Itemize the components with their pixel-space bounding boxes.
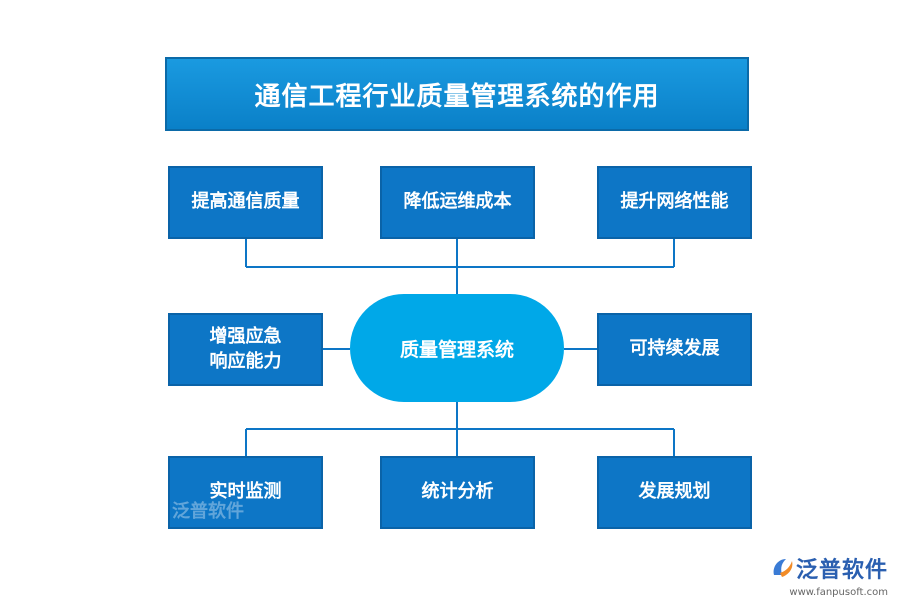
diagram-title: 通信工程行业质量管理系统的作用 — [165, 57, 749, 131]
center-node: 质量管理系统 — [350, 294, 564, 402]
node-bottom-1: 实时监测 — [168, 456, 323, 529]
watermark-text: 泛普软件 — [172, 501, 244, 522]
node-middle-left-line2: 响应能力 — [209, 350, 282, 372]
brand-logo: 泛普软件 — [770, 552, 888, 584]
node-middle-right: 可持续发展 — [597, 313, 752, 386]
node-bottom-2: 统计分析 — [380, 456, 535, 529]
brand-url: www.fanpusoft.com — [789, 587, 888, 598]
node-middle-left: 增强应急 响应能力 — [168, 313, 323, 386]
node-top-3: 提升网络性能 — [597, 166, 752, 239]
node-top-1: 提高通信质量 — [168, 166, 323, 239]
brand-name: 泛普软件 — [795, 558, 888, 583]
node-bottom-3: 发展规划 — [597, 456, 752, 529]
node-middle-left-line1: 增强应急 — [209, 326, 282, 348]
node-top-2: 降低运维成本 — [380, 166, 535, 239]
brand-logo-icon — [773, 559, 793, 577]
